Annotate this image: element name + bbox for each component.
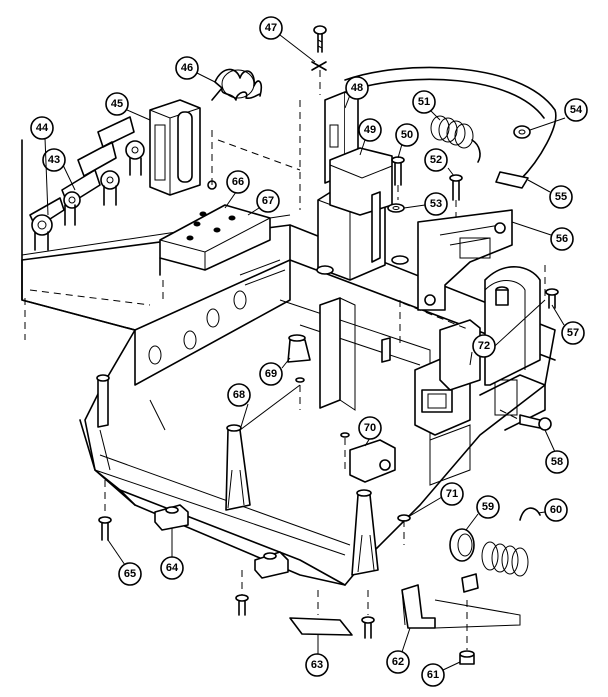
svg-text:64: 64 (166, 562, 179, 574)
ring-59 (449, 528, 475, 562)
callout-64: 64 (160, 556, 184, 580)
washer-53 (387, 203, 405, 213)
svg-text:56: 56 (556, 233, 568, 245)
foot-64 (154, 504, 289, 579)
potentiometer-43 (61, 169, 101, 226)
svg-text:49: 49 (364, 124, 376, 136)
svg-text:65: 65 (124, 568, 136, 580)
callout-72: 72 (472, 334, 496, 358)
callout-62: 62 (386, 650, 410, 674)
connector-70 (340, 432, 396, 483)
svg-text:67: 67 (262, 195, 274, 207)
svg-text:57: 57 (567, 327, 579, 339)
callout-58: 58 (545, 450, 569, 474)
svg-text:66: 66 (232, 176, 244, 188)
screw-52 (449, 174, 463, 225)
chassis-frame (21, 224, 556, 586)
callouts: 43 44 45 46 47 48 (30, 16, 588, 687)
callout-61: 61 (421, 663, 445, 687)
callout-70: 70 (358, 416, 382, 440)
plate-66-67 (159, 130, 271, 300)
callout-71: 71 (440, 482, 464, 506)
svg-text:50: 50 (401, 129, 413, 141)
svg-text:52: 52 (430, 154, 442, 166)
callout-46: 46 (175, 56, 199, 80)
svg-text:51: 51 (418, 96, 430, 108)
callout-59: 59 (476, 495, 500, 519)
callout-55: 55 (549, 185, 573, 209)
svg-text:58: 58 (551, 456, 563, 468)
svg-text:71: 71 (446, 488, 458, 500)
callout-54: 54 (564, 98, 588, 122)
transformer-49 (316, 147, 409, 281)
potentiometer-45 (97, 116, 145, 176)
wire-clip-54-55 (344, 66, 557, 189)
svg-text:63: 63 (311, 659, 323, 671)
callout-43: 43 (42, 148, 66, 172)
callout-49: 49 (358, 118, 382, 142)
post-69 (287, 334, 311, 410)
callout-45: 45 (105, 92, 129, 116)
svg-text:45: 45 (111, 98, 123, 110)
callout-69: 69 (259, 362, 283, 386)
callout-44: 44 (30, 116, 54, 140)
callout-63: 63 (305, 653, 329, 677)
svg-text:69: 69 (265, 368, 277, 380)
svg-text:55: 55 (555, 191, 567, 203)
svg-text:48: 48 (351, 82, 363, 94)
pad-63 (289, 590, 353, 636)
bracket-plate-56 (417, 209, 513, 311)
callout-66: 66 (226, 170, 250, 194)
cap-61 (459, 573, 479, 665)
svg-text:46: 46 (181, 62, 193, 74)
callout-51: 51 (412, 90, 436, 114)
svg-text:72: 72 (478, 340, 490, 352)
svg-text:62: 62 (392, 656, 404, 668)
chassis-posts (96, 286, 509, 428)
callout-50: 50 (395, 123, 419, 147)
svg-text:43: 43 (48, 154, 60, 166)
standoff-71 (351, 489, 411, 576)
screw-50 (391, 156, 405, 200)
svg-text:68: 68 (233, 389, 245, 401)
svg-text:61: 61 (427, 669, 439, 681)
callout-56: 56 (550, 227, 574, 251)
shield-57 (484, 265, 559, 386)
switch-block-45 (149, 99, 201, 196)
callout-68: 68 (227, 383, 251, 407)
svg-text:70: 70 (364, 422, 376, 434)
callout-60: 60 (544, 498, 568, 522)
svg-text:44: 44 (36, 122, 49, 134)
svg-text:47: 47 (265, 22, 277, 34)
callout-47: 47 (259, 16, 283, 40)
svg-text:60: 60 (550, 504, 562, 516)
svg-text:54: 54 (570, 104, 583, 116)
callout-65: 65 (118, 562, 142, 586)
alignment-lines (24, 100, 471, 345)
svg-text:53: 53 (430, 198, 442, 210)
callout-53: 53 (424, 192, 448, 216)
screw-65 (98, 480, 375, 639)
spring-51 (430, 115, 481, 163)
potentiometer-44 (29, 197, 65, 251)
module-72 (414, 319, 481, 436)
bracket-62 (401, 584, 521, 629)
callout-57: 57 (561, 321, 585, 345)
svg-text:59: 59 (482, 501, 494, 513)
screw-47 (311, 25, 327, 95)
spring-46 (211, 68, 263, 101)
potentiometer-43b (77, 141, 120, 206)
callout-52: 52 (424, 148, 448, 172)
callout-67: 67 (256, 189, 280, 213)
callout-48: 48 (345, 76, 369, 100)
